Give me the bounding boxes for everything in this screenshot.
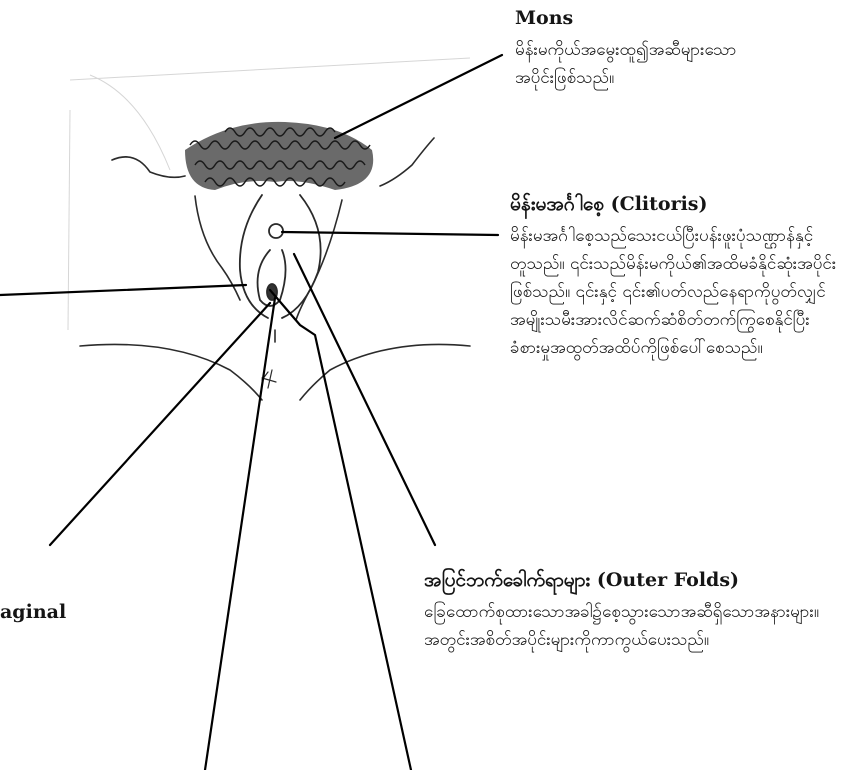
outer-fold-right bbox=[282, 195, 321, 318]
leader-bottom-left bbox=[205, 298, 275, 770]
leader-mons bbox=[335, 55, 502, 138]
leader-inner-left bbox=[0, 285, 246, 295]
leader-clitoris bbox=[282, 232, 498, 235]
outer-folds-description: ခြေထောက်စုထားသောအခါ၌စေ့သွားသောအဆီရှိသောအ… bbox=[424, 598, 824, 654]
clitoris-heading: မိန်းမအင်္ဂါစေ့ (Clitoris) bbox=[510, 192, 708, 216]
vulva bbox=[240, 195, 321, 318]
mons-heading: Mons bbox=[515, 6, 573, 30]
leader-outer-folds bbox=[294, 254, 435, 545]
outer-fold-left bbox=[240, 195, 268, 318]
leader-bottom-right bbox=[270, 290, 411, 770]
clitoris-mark bbox=[269, 224, 283, 238]
vaginal-label: aginal bbox=[0, 600, 66, 624]
clitoris-description: မိန်းမအင်္ဂါစေ့သည်သေးငယ်ပြီးပန်းဖူးပုံသဏ… bbox=[510, 222, 840, 362]
leader-vaginal bbox=[50, 303, 270, 545]
mons-description: မိန်းမကိုယ်အမွေးထူ၍အဆီများသောအပိုင်းဖြစ်… bbox=[515, 36, 765, 92]
outer-folds-heading: အပြင်ဘက်ခေါက်ရာများ (Outer Folds) bbox=[424, 568, 739, 592]
